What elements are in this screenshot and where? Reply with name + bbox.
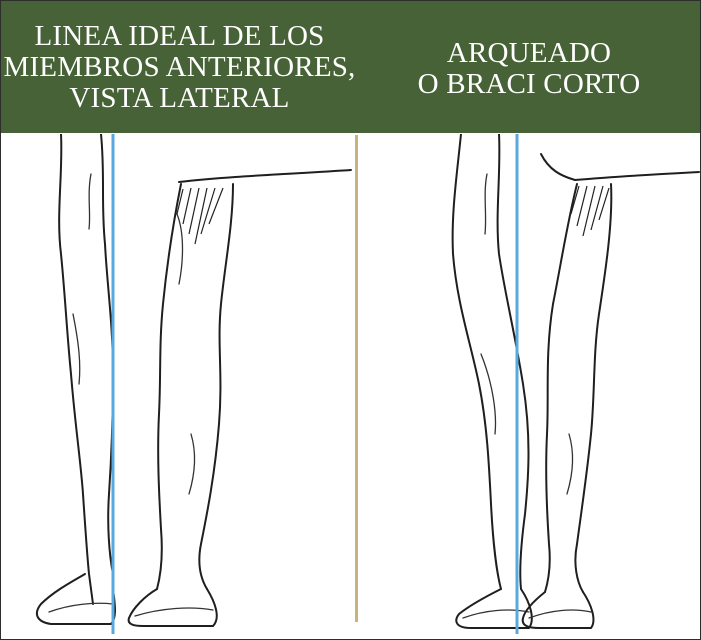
panel-caption-arqueado: ARQUEADO O BRACI CORTO [358,1,700,133]
caption-bar: LINEA IDEAL DE LOS MIEMBROS ANTERIORES, … [1,1,700,133]
panel-caption-ideal: LINEA IDEAL DE LOS MIEMBROS ANTERIORES, … [1,1,358,133]
arqueado-forelegs-illustration [453,134,699,634]
ideal-forelegs-illustration [37,134,351,634]
forelegs-lateral-drawing [1,134,700,638]
